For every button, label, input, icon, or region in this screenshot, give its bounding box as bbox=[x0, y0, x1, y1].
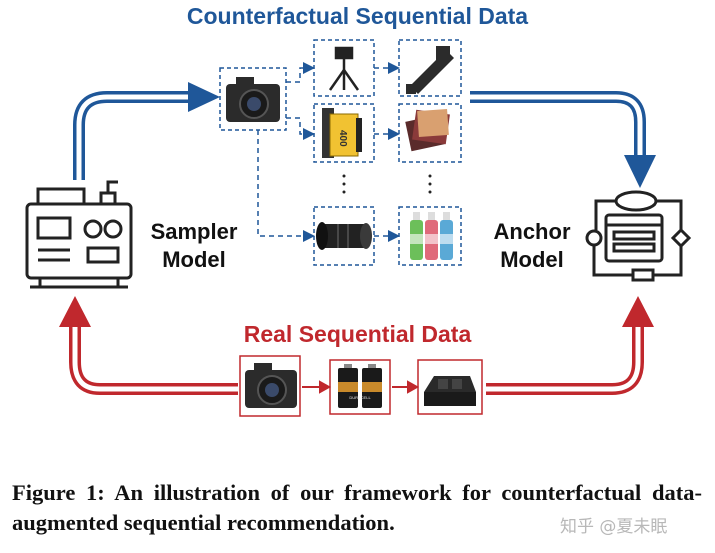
counterfactual-to-anchor-arrow bbox=[470, 91, 656, 188]
ellipsis-dots bbox=[342, 174, 432, 194]
camera-lens-icon bbox=[316, 222, 372, 250]
camera-mount-icon bbox=[406, 46, 454, 94]
sampler-to-counterfactual-arrow bbox=[73, 82, 220, 180]
battery-charger-icon bbox=[424, 376, 476, 406]
anchor-label-line2: Model bbox=[500, 247, 564, 272]
tripod-icon bbox=[328, 46, 360, 91]
camera-icon bbox=[226, 77, 280, 122]
photo-prints-icon bbox=[405, 108, 450, 152]
framework-figure: 400 bbox=[25, 39, 692, 417]
counterfactual-data-title: Counterfactual Sequential Data bbox=[186, 3, 529, 29]
real-to-sampler-arrow bbox=[59, 296, 238, 395]
sampler-label-line2: Model bbox=[162, 247, 226, 272]
sampler-label-line1: Sampler bbox=[150, 219, 238, 244]
film-roll-label: 400 bbox=[337, 130, 348, 147]
anchor-diagram-icon bbox=[585, 190, 692, 282]
watermark-text: 知乎 @夏未眠 bbox=[560, 517, 668, 537]
camera-icon bbox=[245, 363, 297, 408]
film-roll-icon: 400 bbox=[322, 108, 362, 158]
figure-caption: Figure 1: An illustration of our framewo… bbox=[12, 480, 702, 535]
sampler-machine-icon bbox=[25, 180, 133, 289]
real-data-title: Real Sequential Data bbox=[243, 321, 472, 347]
real-sequence-arrows bbox=[302, 380, 420, 394]
counterfactual-dashed-arrows bbox=[257, 62, 400, 242]
battery-brand-label: DURACELL bbox=[349, 395, 371, 400]
anchor-model-label: Anchor Model bbox=[480, 218, 584, 274]
cleaning-spray-icon bbox=[410, 212, 453, 260]
sampler-model-label: Sampler Model bbox=[140, 218, 248, 274]
real-to-anchor-arrow bbox=[486, 296, 654, 395]
battery-icon bbox=[338, 364, 382, 408]
anchor-label-line1: Anchor bbox=[493, 219, 571, 244]
